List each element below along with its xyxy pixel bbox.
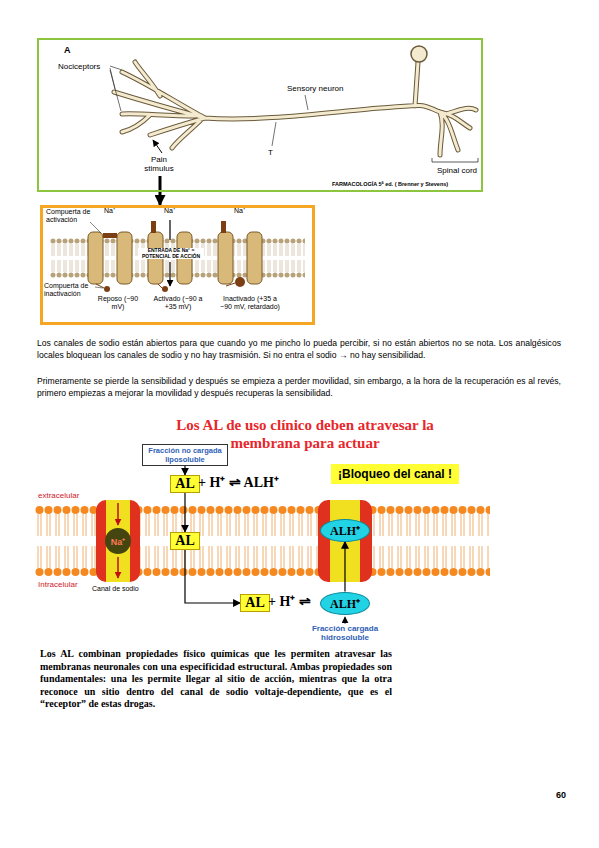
connector-arrow (159, 192, 162, 205)
drug-box: AL (240, 594, 269, 612)
arrow-shaft (159, 176, 162, 192)
panel-letter: A (64, 45, 71, 56)
state-label: Inactivado (+35 a −90 mV, retardado) (219, 295, 281, 311)
state-label: Activado (−90 a +35 mV) (148, 295, 208, 311)
activation-gate (103, 233, 117, 238)
part-label: Sensory neuron (287, 84, 343, 94)
inactivation-gate (235, 277, 245, 287)
bracket (432, 158, 478, 162)
part-label: Compuerta de inactivación (44, 282, 94, 297)
part-label: Pain stimulus (139, 156, 179, 174)
connector-arrow (184, 493, 185, 532)
sodium-channel (96, 500, 140, 582)
paragraph: Primeramente se pierde la sensibilidad y… (37, 376, 561, 399)
sodium-flow (117, 503, 119, 525)
equation: + H⁺ ⇌ ALH⁺ (198, 475, 279, 492)
ion-circle: Na⁺ (105, 528, 131, 554)
channel-subunit (218, 232, 233, 284)
equation: + H⁺ ⇌ (268, 594, 311, 611)
source-note: FARMACOLOGÍA 5ª ed. ( Brenner y Stevens) (332, 181, 448, 188)
figure-frame: A NociceptorsSensory neuronPain stimulus T… (37, 38, 483, 192)
box-text: AL (175, 533, 194, 549)
gate-tether (158, 284, 162, 288)
box-text: Na⁺ (111, 535, 126, 548)
part-label: Spinal cord (432, 166, 482, 176)
channel-subunit (117, 232, 132, 284)
neuron-outline (114, 62, 476, 155)
channel-subunit (88, 232, 103, 284)
leader-line (90, 222, 101, 233)
gate-tether (226, 283, 235, 286)
leader-arrow (345, 617, 346, 624)
part-label: Nociceptors (58, 62, 100, 72)
sodium-flow (169, 284, 170, 286)
leader-line (95, 287, 103, 288)
paragraph: Los AL combinan propiedades físico quími… (40, 648, 392, 711)
stimulus-arrow (153, 140, 162, 153)
inactivation-gate (104, 286, 110, 292)
box-text: ¡Bloqueo del canal ! (338, 467, 452, 481)
inactivation-gate (162, 286, 168, 292)
ion-label: Na⁺ (164, 207, 175, 215)
note: ENTRADA DE Na⁺ = POTENCIAL DE ACCIÓN (138, 248, 204, 259)
fraction-box: Fracción no cargada liposoluble (142, 444, 228, 466)
state-label: Reposo (−90 mV) (96, 295, 140, 311)
paragraph: Los canales de sodio están abiertos para… (37, 338, 561, 361)
leader-line (110, 66, 122, 111)
note-box: ¡Bloqueo del canal ! (331, 464, 459, 484)
ion-label: Na⁺ (234, 207, 245, 215)
neuron-figure (110, 46, 478, 192)
activation-gate (221, 221, 226, 233)
region-label: Intracelular (38, 580, 78, 590)
box-text: AL (245, 595, 264, 611)
connector-arrow (184, 466, 185, 475)
drug-box: AL (170, 475, 199, 493)
part-label: Canal de sodio (92, 585, 139, 593)
part-label: T (268, 148, 273, 158)
cell-body (411, 46, 427, 62)
page-number: 60 (556, 790, 566, 801)
box-text: ALH⁺ (330, 595, 360, 612)
part-label: Compuerta de activación (46, 208, 104, 223)
membrane-figure (35, 500, 490, 624)
ion-ellipse: ALH⁺ (320, 592, 370, 615)
box-text: Fracción no cargada liposoluble (146, 446, 224, 464)
sodium-flow (117, 557, 119, 578)
ion-label: Na⁺ (104, 207, 115, 215)
activation-gate (151, 221, 156, 233)
fraction-label: Fracción cargada hidrosoluble (300, 625, 390, 643)
drug-box: AL (170, 532, 199, 550)
neuron-fill (114, 62, 476, 155)
region-label: extracelular (38, 491, 79, 501)
ion-ellipse: ALH⁺ (320, 519, 370, 542)
leader-line (272, 122, 276, 146)
channel-subunit (247, 232, 262, 284)
gate-tether (96, 284, 104, 288)
channel-pore (106, 500, 130, 582)
leader-line (305, 95, 308, 110)
box-text: AL (175, 476, 194, 492)
connector-arrow (185, 550, 240, 603)
connector-arrow (344, 542, 345, 592)
figure-frame: Compuerta de activaciónNa⁺ENTRADA DE Na⁺… (40, 205, 315, 325)
channel-figure (50, 220, 305, 292)
box-text: ALH⁺ (330, 522, 360, 539)
